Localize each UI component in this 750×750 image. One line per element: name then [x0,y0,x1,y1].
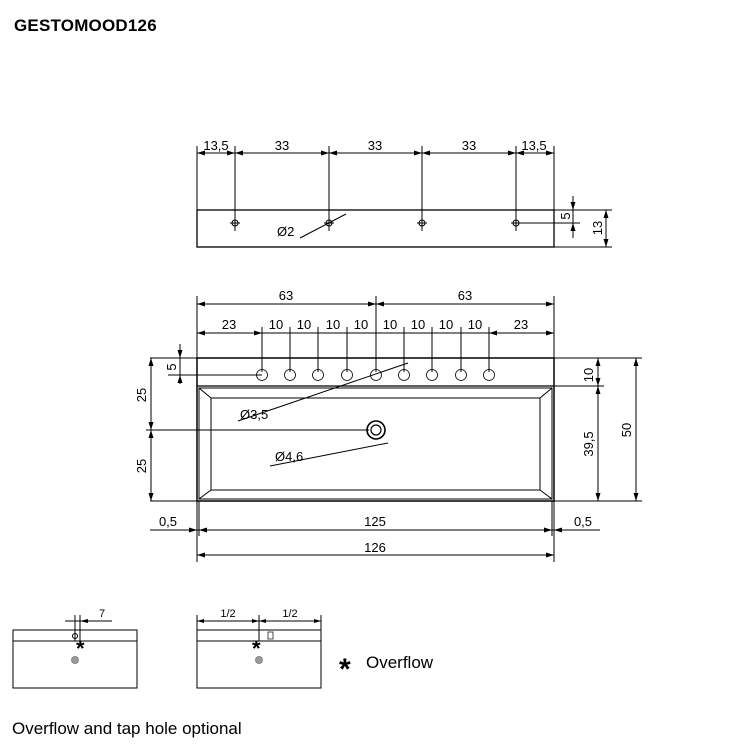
small-view-right [196,615,322,689]
footnote: Overflow and tap hole optional [12,719,242,738]
top-view-outline [196,209,555,248]
spacing-8: 10 [439,317,453,332]
front-half-left: 63 [279,288,293,303]
left-dim-25-lower: 25 [134,459,149,473]
small-left-dim: 7 [99,608,105,620]
spacing-10: 23 [514,317,528,332]
bottom-dim-125: 125 [364,514,386,529]
legend-symbol: * [339,653,351,686]
bottom-dim-126: 126 [364,540,386,555]
front-half-right: 63 [458,288,472,303]
small-right-dim-1: 1/2 [220,608,235,620]
top-dim-3: 33 [368,138,382,153]
spacing-5: 10 [354,317,368,332]
drain-diameter: Ø4,6 [275,449,303,464]
right-dim-39-5: 39,5 [581,431,596,456]
top-dim-5: 13,5 [521,138,546,153]
bowl-inner [210,397,541,491]
legend-label: Overflow [366,653,434,672]
spacing-2: 10 [269,317,283,332]
top-dim-1: 13,5 [203,138,228,153]
top-dim-4: 33 [462,138,476,153]
top-view-holes [230,218,521,228]
tap-hole-diameter: Ø3,5 [240,407,268,422]
top-right-dim-5: 5 [558,212,573,219]
spacing-3: 10 [297,317,311,332]
spacing-4: 10 [326,317,340,332]
bottom-dim-right: 0,5 [574,514,592,529]
front-view [146,296,642,562]
overflow-marker-left: * [76,636,85,661]
spacing-9: 10 [468,317,482,332]
left-dim-5: 5 [164,363,179,370]
right-dim-50: 50 [619,423,634,437]
spacing-7: 10 [411,317,425,332]
overflow-marker-right: * [252,636,261,661]
left-dim-25-upper: 25 [134,388,149,402]
top-right-dim-13: 13 [590,221,605,235]
top-view [196,146,612,248]
arrowheads [80,150,639,623]
spacing-1: 23 [222,317,236,332]
bowl-outer [198,387,553,500]
top-hole-diameter: Ø2 [277,224,294,239]
drawing-title: GESTOMOOD126 [14,16,157,35]
right-dim-10: 10 [581,368,596,382]
bottom-dim-left: 0,5 [159,514,177,529]
top-dim-2: 33 [275,138,289,153]
small-view-left [12,615,138,689]
spacing-6: 10 [383,317,397,332]
legend: * Overflow [339,653,434,686]
small-right-dim-2: 1/2 [282,608,297,620]
drain [366,420,386,440]
